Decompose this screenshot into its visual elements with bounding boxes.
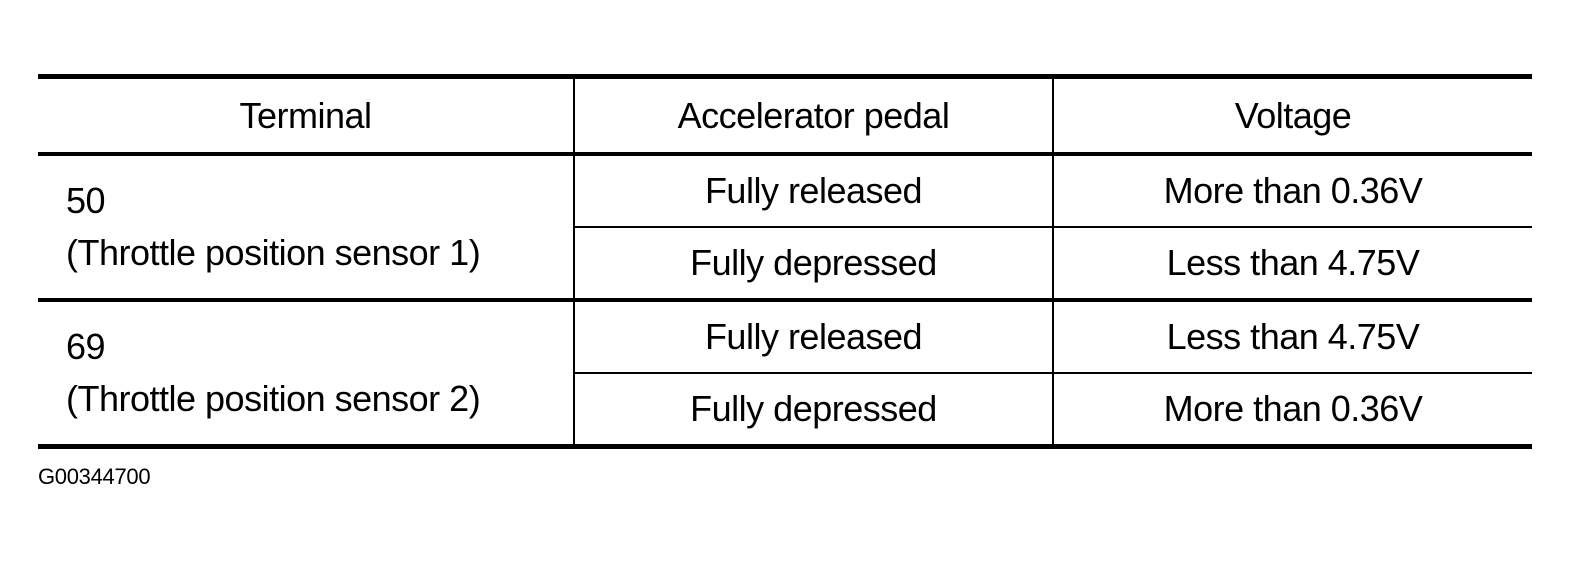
terminal-cell: 50 (Throttle position sensor 1) [38,154,574,302]
table-row: 50 (Throttle position sensor 1) Fully re… [38,154,1532,302]
pedal-state-cell: Fully released [573,300,1053,374]
terminal-number: 69 [66,326,106,367]
terminal-description: (Throttle position sensor 2) [66,378,481,419]
header-row: Terminal Accelerator pedal Voltage [38,74,1532,156]
header-accelerator-pedal: Accelerator pedal [573,74,1053,156]
terminal-voltage-table: Terminal Accelerator pedal Voltage 50 (T… [38,74,1532,449]
pedal-state-cell: Fully depressed [573,373,1053,449]
table-row: Fully depressed Less than 4.75V [38,227,1532,302]
voltage-cell: More than 0.36V [1052,373,1532,449]
terminal-cell: 69 (Throttle position sensor 2) [38,300,574,449]
table-row: Fully depressed More than 0.36V [38,373,1532,449]
header-terminal: Terminal [38,74,574,156]
voltage-cell: Less than 4.75V [1052,227,1532,302]
figure-id: G00344700 [38,464,151,489]
terminal-description: (Throttle position sensor 1) [66,232,481,273]
terminal-number: 50 [66,180,106,221]
voltage-cell: Less than 4.75V [1052,300,1532,374]
pedal-state-cell: Fully released [573,154,1053,228]
voltage-cell: More than 0.36V [1052,154,1532,228]
pedal-state-cell: Fully depressed [573,227,1053,302]
header-voltage: Voltage [1052,74,1532,156]
table-row: 69 (Throttle position sensor 2) Fully re… [38,300,1532,449]
